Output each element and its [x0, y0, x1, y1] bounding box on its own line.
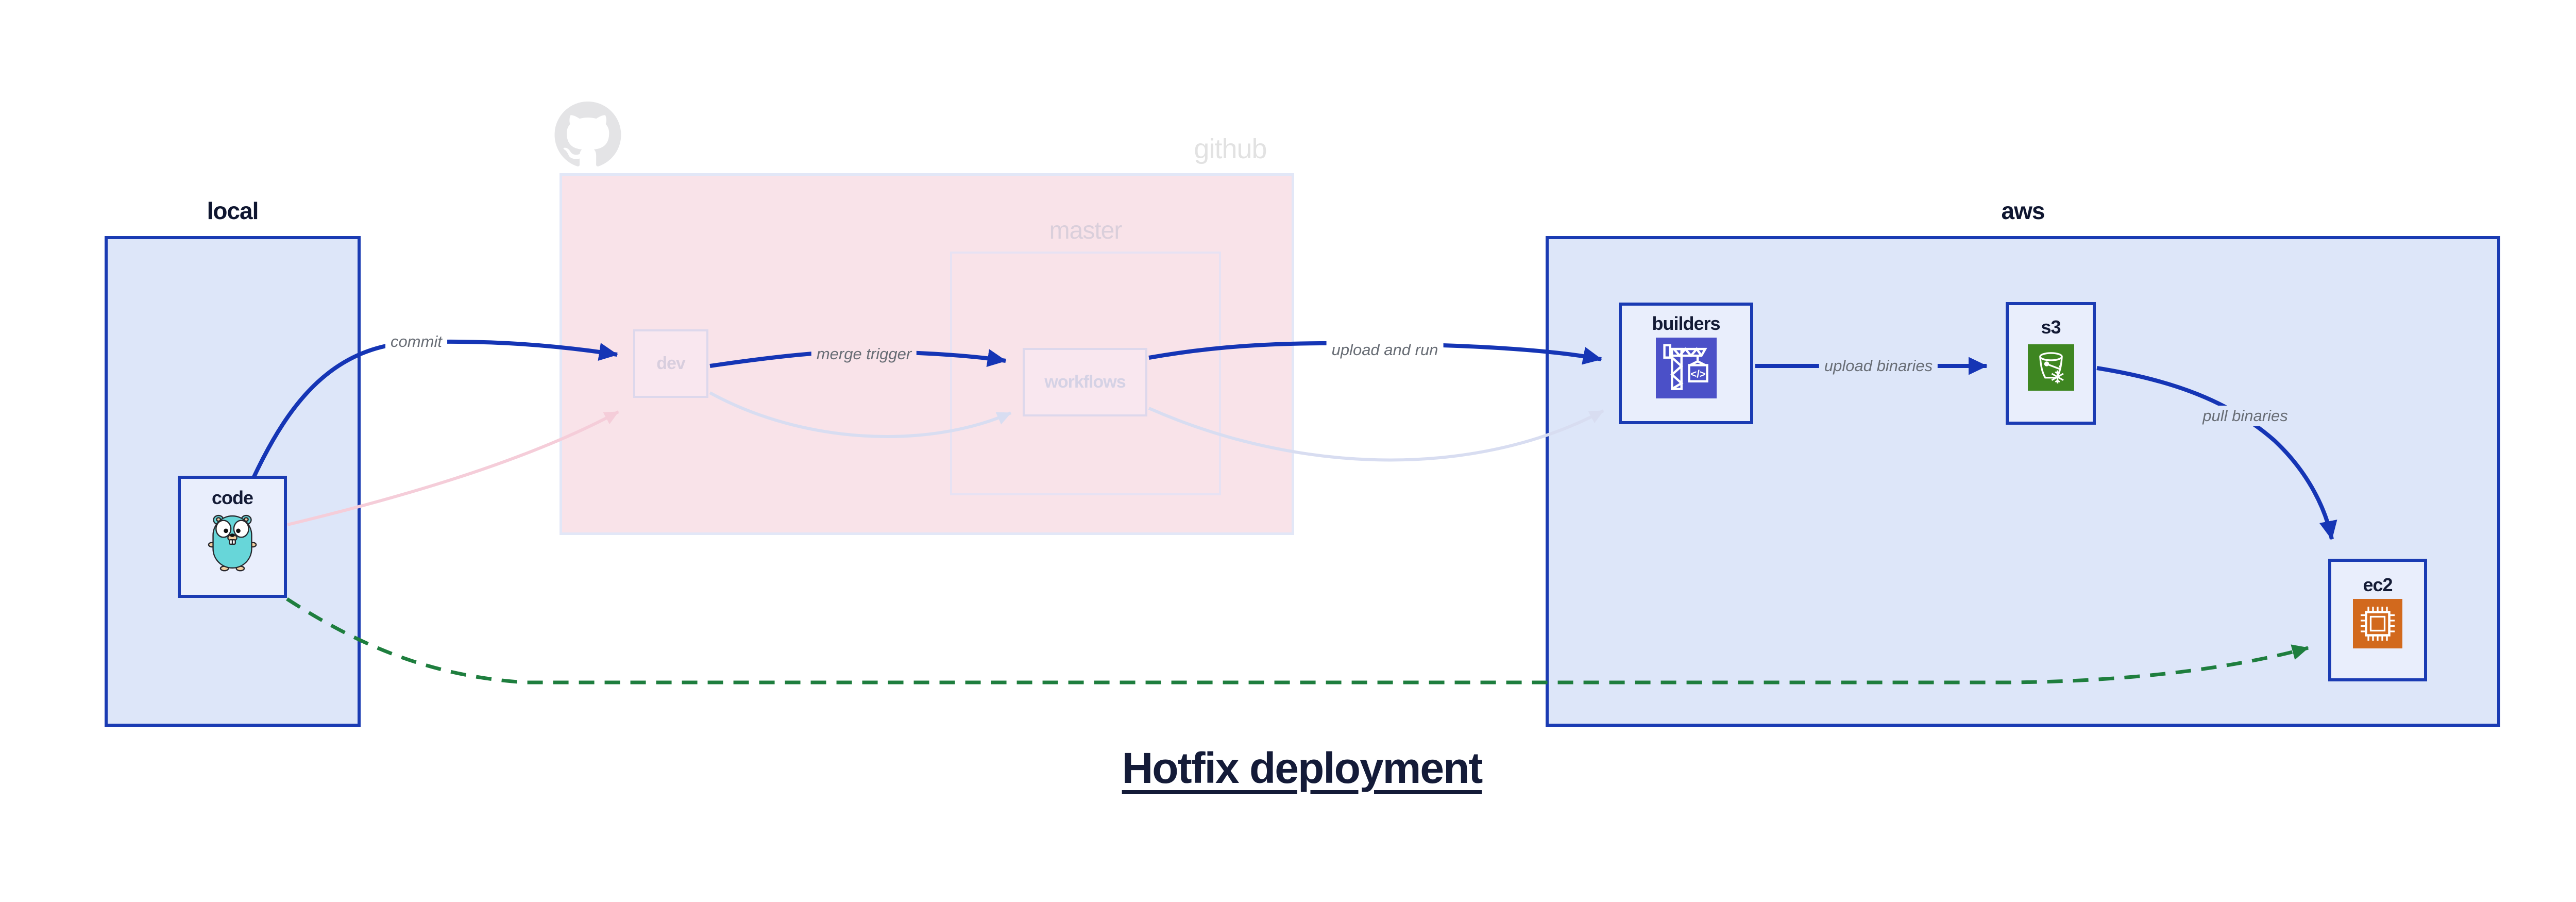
edge-label-upload-and-run: upload and run [1326, 340, 1444, 360]
svg-text:</>: </> [1690, 369, 1705, 380]
node-workflows: workflows [1023, 348, 1147, 416]
edge-label-commit: commit [385, 331, 447, 352]
node-dev: dev [633, 329, 708, 398]
node-builders-label: builders [1652, 313, 1720, 334]
s3-bucket-snowflake-icon [2027, 344, 2074, 391]
group-label-master: master [1049, 217, 1123, 244]
go-gopher-icon [208, 514, 257, 572]
group-label-local: local [207, 197, 259, 224]
node-workflows-label: workflows [1044, 372, 1126, 392]
github-octocat-icon [554, 102, 621, 166]
group-master [950, 252, 1221, 495]
edge-label-pull-binaries: pull binaries [2197, 406, 2293, 426]
diagram-title: Hotfix deployment [1122, 744, 1483, 792]
node-ec2: ec2 [2328, 559, 2427, 681]
node-code: code [178, 476, 287, 598]
node-s3-label: s3 [2041, 316, 2061, 338]
node-dev-label: dev [656, 354, 686, 373]
node-code-label: code [211, 487, 253, 508]
edge-label-merge-trigger: merge trigger [811, 344, 917, 364]
group-label-github: github [1194, 133, 1267, 164]
edge-label-upload-binaries: upload binaries [1819, 356, 1938, 376]
codebuild-crane-icon: </> [1655, 338, 1717, 398]
group-label-aws: aws [2001, 197, 2045, 224]
node-builders: builders </> [1619, 303, 1753, 424]
node-s3: s3 [2006, 302, 2096, 425]
node-ec2-label: ec2 [2363, 574, 2393, 595]
ec2-chip-icon [2353, 599, 2402, 648]
